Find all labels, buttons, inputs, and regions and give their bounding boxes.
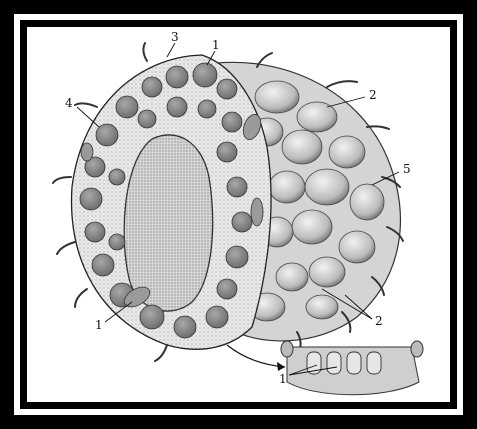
label-left-4: 4 bbox=[65, 96, 73, 110]
nucleus bbox=[124, 135, 212, 311]
cell-diagram: 3 1 4 2 5 2 1 1 bbox=[27, 27, 450, 402]
illustration-canvas: 3 1 4 2 5 2 1 1 bbox=[27, 27, 450, 402]
label-right-5: 5 bbox=[403, 162, 411, 176]
inset-detail bbox=[227, 341, 423, 395]
label-right-2: 2 bbox=[369, 88, 377, 102]
label-top-3: 3 bbox=[171, 30, 179, 44]
label-top-1: 1 bbox=[212, 38, 220, 52]
label-inset-1: 1 bbox=[279, 372, 287, 386]
cell-cross-section bbox=[53, 43, 271, 361]
label-lower-2: 2 bbox=[375, 314, 383, 328]
label-lower-left-1: 1 bbox=[95, 318, 103, 332]
